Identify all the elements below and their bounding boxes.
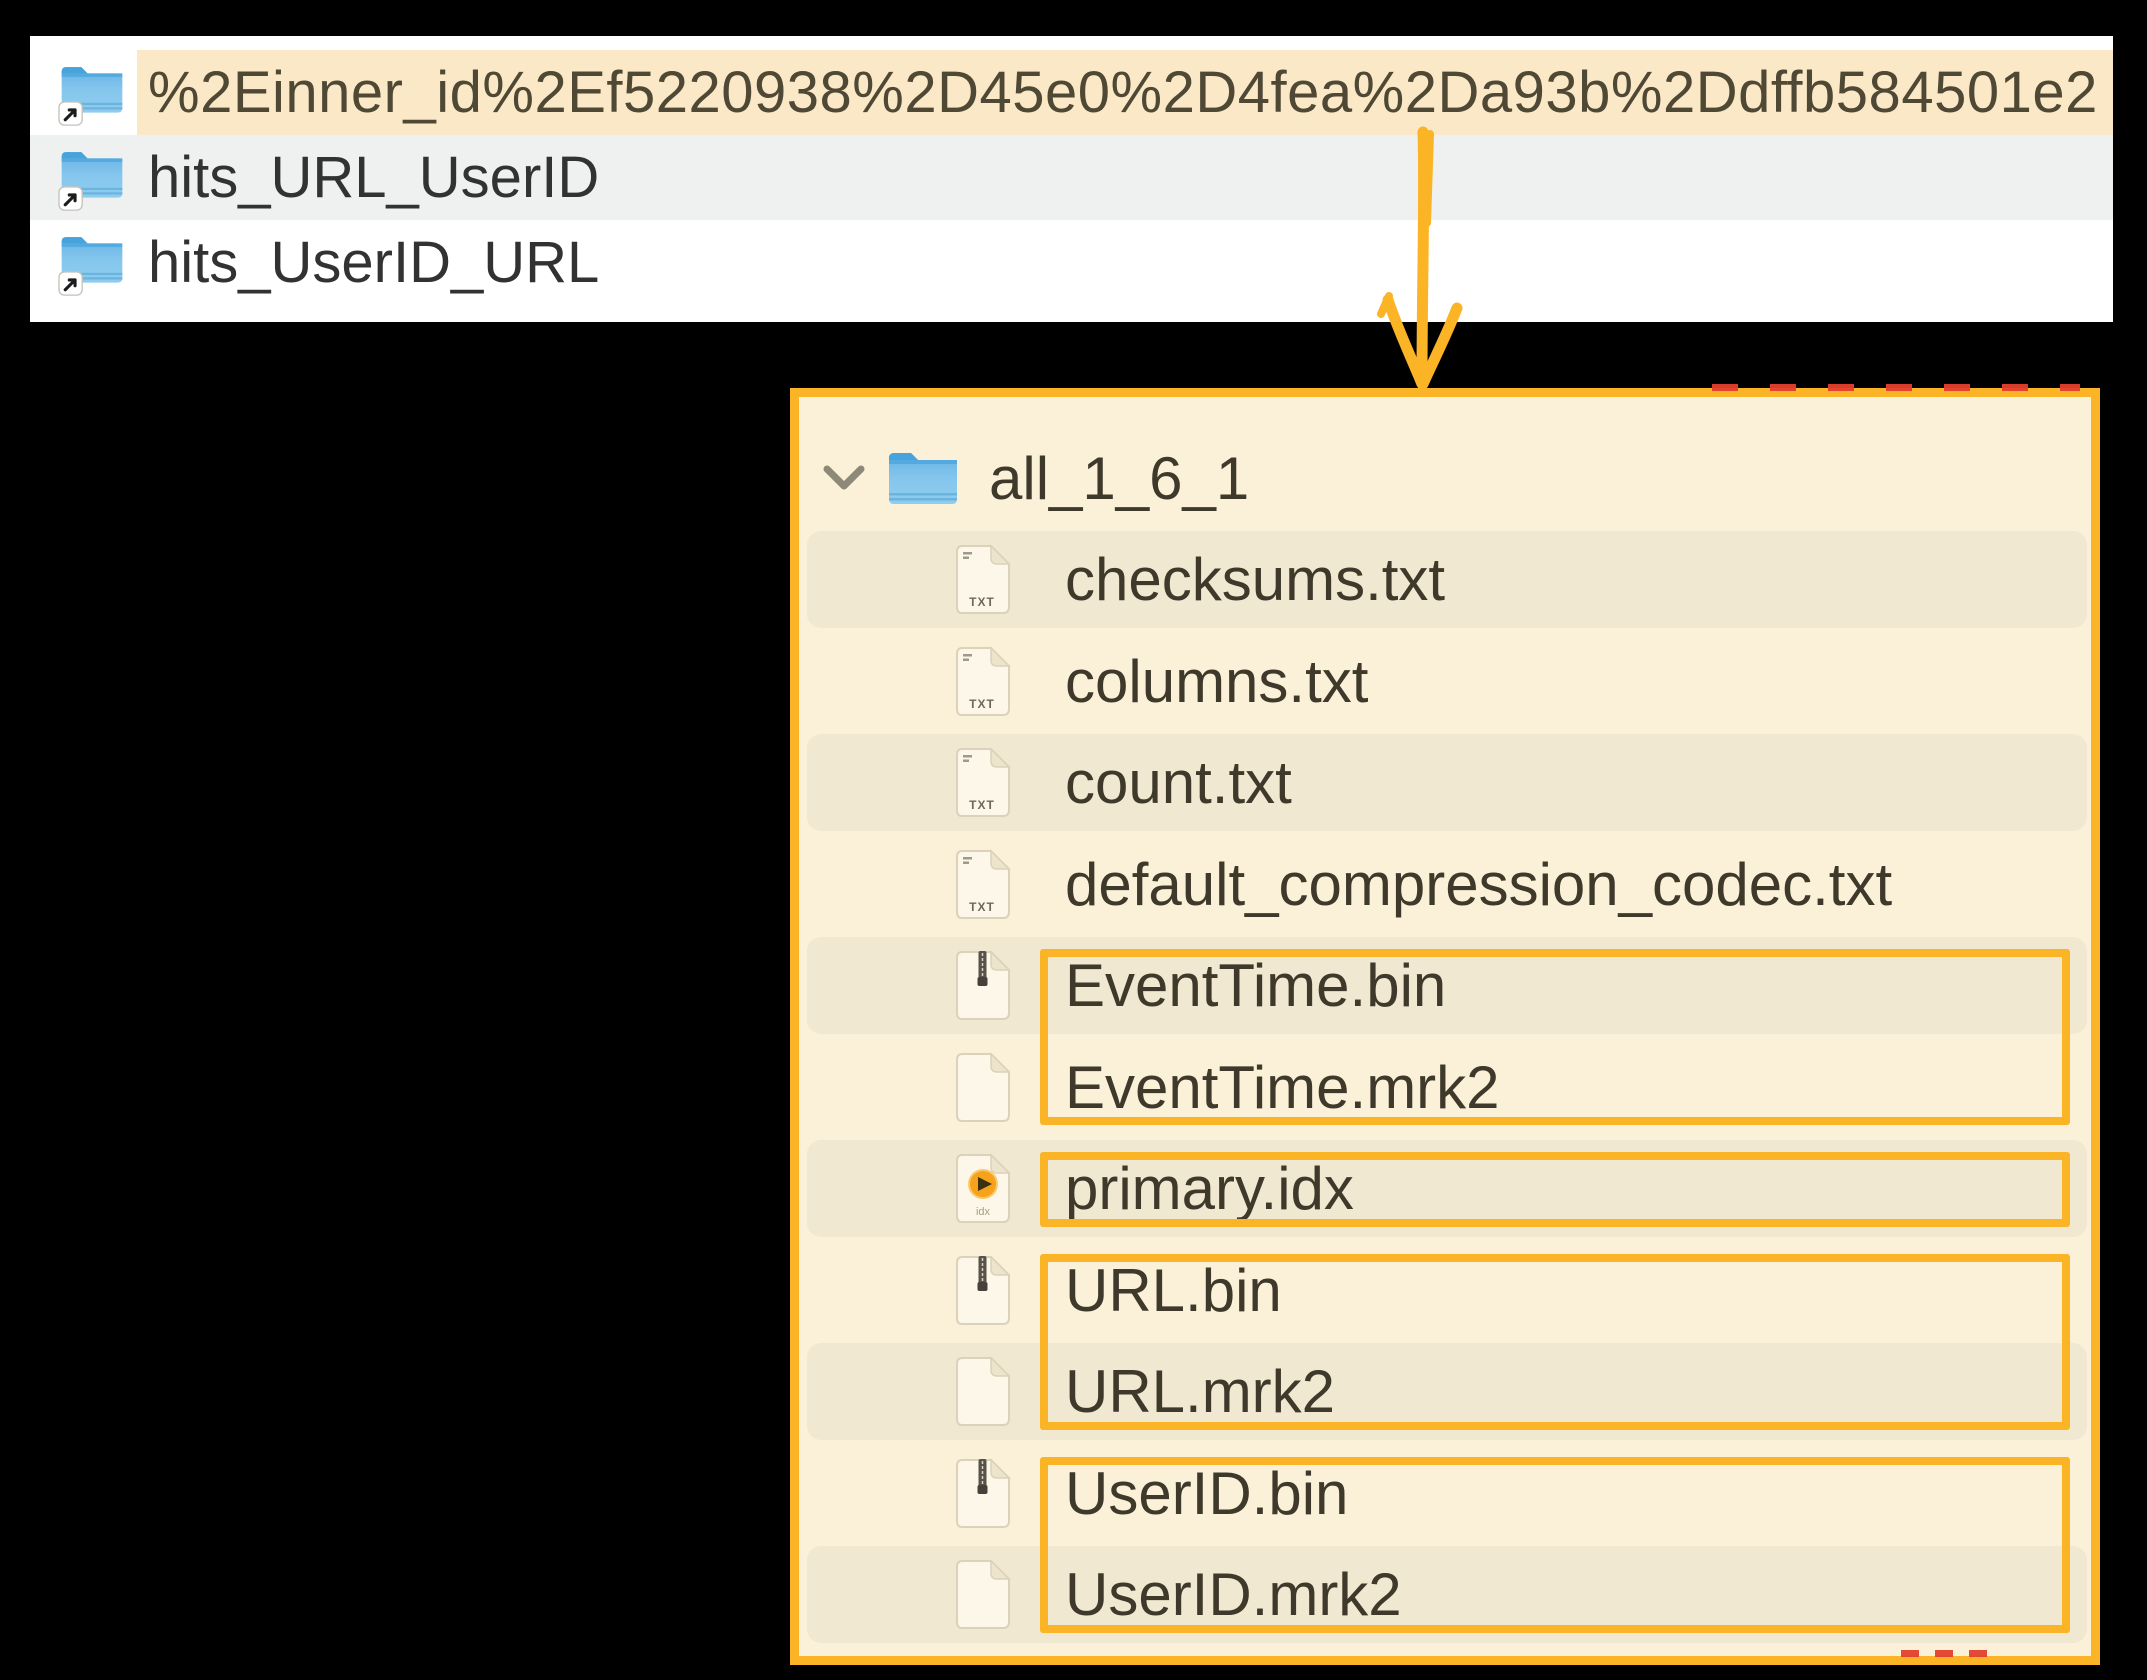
tree-root-row[interactable]: all_1_6_1 [799,428,2091,529]
tree-file-row[interactable]: URL.bin [799,1240,2091,1341]
file-name: primary.idx [1065,1155,1354,1222]
file-icon [955,1051,1011,1123]
file-icon [955,1457,1011,1529]
tree-file-row[interactable]: TXT default_compression_codec.txt [799,834,2091,935]
red-mark-artifact [1712,384,2080,391]
file-icon [955,1559,1011,1630]
svg-text:TXT: TXT [969,798,995,812]
svg-text:idx: idx [976,1206,991,1218]
file-name: EventTime.bin [1065,952,1447,1019]
file-name: UserID.mrk2 [1065,1561,1402,1628]
svg-text:TXT: TXT [969,697,995,711]
tree-file-row[interactable]: EventTime.mrk2 [799,1037,2091,1138]
folder-alias-icon [58,151,123,211]
alias-arrow-badge [58,270,83,296]
file-name: columns.txt [1065,647,1369,715]
tree-file-row[interactable]: TXT checksums.txt [799,529,2091,630]
file-icon: TXT [955,645,1011,717]
row-highlight [30,135,2113,220]
file-name: UserID.bin [1065,1459,1349,1527]
folder-list-item[interactable]: %2Einner_id%2Ef5220938%2D45e0%2D4fea%2Da… [30,50,2113,135]
txt-file-icon: TXT [956,645,1011,716]
down-arrow-icon [1377,126,1463,390]
file-icon: TXT [955,747,1011,818]
alias-arrow-badge [58,100,83,126]
bin-file-icon [956,1254,1011,1325]
txt-file-icon: TXT [956,544,1011,614]
part-directory-panel: all_1_6_1 TXT checksums.txt TXT columns.… [790,388,2100,1665]
folder-icon [889,452,957,504]
row-highlight [137,50,2113,135]
folder-name: hits_URL_UserID [148,145,600,210]
folder-name: hits_UserID_URL [148,230,600,295]
folder-list-panel: %2Einner_id%2Ef5220938%2D45e0%2D4fea%2Da… [30,36,2113,322]
file-icon [955,1254,1011,1326]
root-folder-name: all_1_6_1 [989,445,1250,512]
tree-file-row[interactable]: UserID.bin [799,1443,2091,1544]
alias-arrow-badge [58,185,83,211]
tree-file-row[interactable]: URL.mrk2 [799,1341,2091,1442]
file-name: checksums.txt [1065,546,1446,613]
file-name: URL.bin [1065,1256,1282,1324]
folder-alias-icon [58,236,123,296]
tree-file-row[interactable]: TXT columns.txt [799,631,2091,732]
txt-file-icon: TXT [956,747,1011,817]
folder-list-item[interactable]: hits_UserID_URL [30,220,2113,305]
file-icon: TXT [955,848,1011,920]
file-name: count.txt [1065,749,1292,816]
mrk-file-icon [956,1051,1011,1122]
file-icon: TXT [955,544,1011,615]
tree-file-row[interactable]: TXT count.txt [799,732,2091,833]
file-name: EventTime.mrk2 [1065,1053,1500,1121]
file-icon [955,1356,1011,1427]
idx-file-icon: idx [956,1153,1011,1223]
chevron-down-icon[interactable] [822,465,866,492]
file-icon: idx [955,1153,1011,1224]
tree-file-row[interactable]: UserID.mrk2 [799,1544,2091,1645]
tree-file-row[interactable]: idx primary.idx [799,1138,2091,1239]
svg-text:TXT: TXT [969,900,995,914]
folder-list-item[interactable]: hits_URL_UserID [30,135,2113,220]
red-mark-artifact [1901,1650,1987,1657]
bin-file-icon [956,950,1011,1020]
txt-file-icon: TXT [956,848,1011,919]
svg-text:TXT: TXT [969,595,995,609]
file-icon [955,950,1011,1021]
mrk-file-icon [956,1559,1011,1629]
bin-file-icon [956,1457,1011,1528]
file-name: URL.mrk2 [1065,1358,1336,1425]
folder-alias-icon [58,66,123,126]
tree-file-row[interactable]: EventTime.bin [799,935,2091,1036]
folder-name: %2Einner_id%2Ef5220938%2D45e0%2D4fea%2Da… [148,60,2098,125]
mrk-file-icon [956,1356,1011,1426]
file-name: default_compression_codec.txt [1065,850,1893,918]
